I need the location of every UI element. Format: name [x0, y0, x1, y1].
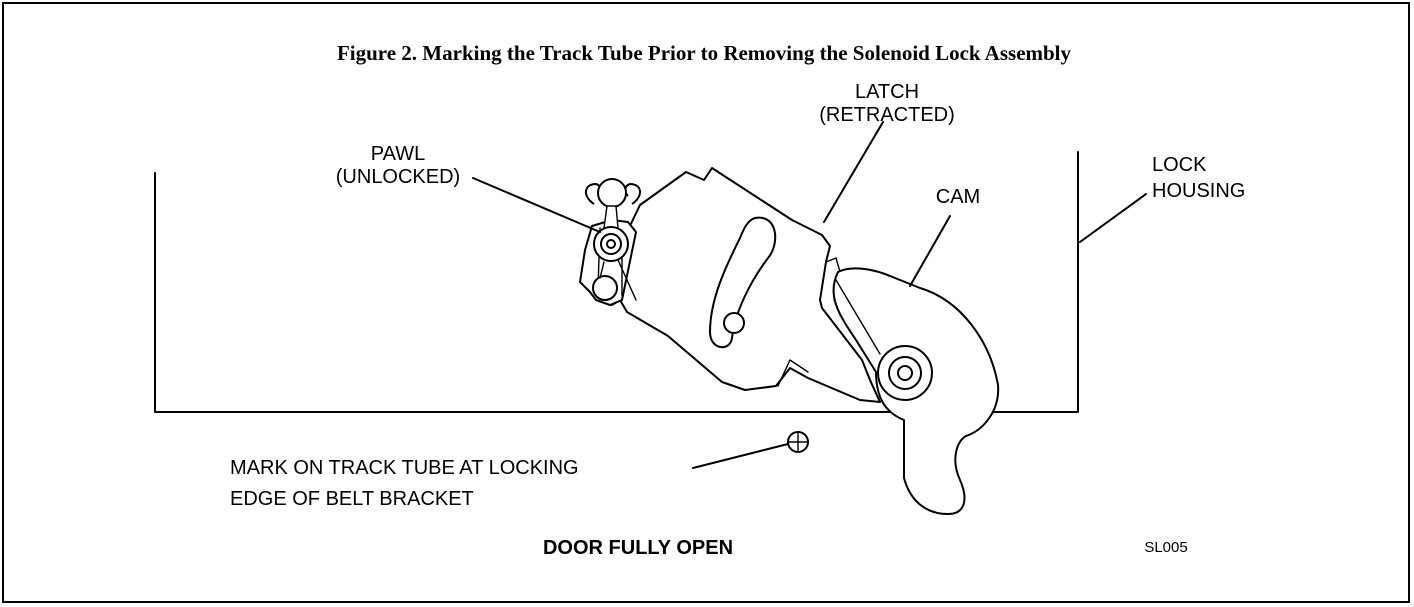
mark-label-line1: MARK ON TRACK TUBE AT LOCKING: [230, 457, 579, 479]
latch-lower-notch: [777, 359, 809, 387]
pawl-lower-pin: [592, 275, 618, 301]
pawl-pivot-inner: [606, 239, 616, 249]
lock-housing-leader: [1079, 193, 1147, 243]
figure-caption: DOOR FULLY OPEN: [543, 537, 733, 559]
pawl-hook-right: [624, 183, 641, 205]
latch-leader: [823, 121, 884, 223]
latch-slot: [709, 216, 777, 348]
lock-housing-label-line1: LOCK: [1152, 154, 1207, 176]
pawl-link: [599, 259, 637, 301]
cam-leader: [909, 215, 951, 287]
pawl-knob: [597, 178, 627, 208]
mark-leader: [692, 443, 789, 469]
track-tube-mark-icon: [787, 431, 809, 453]
slot-pin: [723, 312, 745, 334]
cam-pivot-inner: [897, 365, 913, 381]
lock-housing-outline: [154, 151, 1079, 413]
figure-code: SL005: [1144, 539, 1187, 556]
pawl-stem: [603, 205, 619, 229]
lock-housing-label-line2: HOUSING: [1152, 180, 1245, 202]
pawl-label-line2: (UNLOCKED): [336, 166, 460, 188]
pawl-label-line1: PAWL: [371, 143, 425, 165]
cam-label: CAM: [936, 186, 980, 208]
latch-label-line2: (RETRACTED): [819, 104, 955, 126]
latch-label-line1: LATCH: [855, 81, 919, 103]
cam-edge-line: [835, 279, 881, 355]
mark-label-line2: EDGE OF BELT BRACKET: [230, 488, 474, 510]
figure-title: Figure 2. Marking the Track Tube Prior t…: [337, 41, 1072, 65]
pawl-leader: [472, 177, 601, 233]
